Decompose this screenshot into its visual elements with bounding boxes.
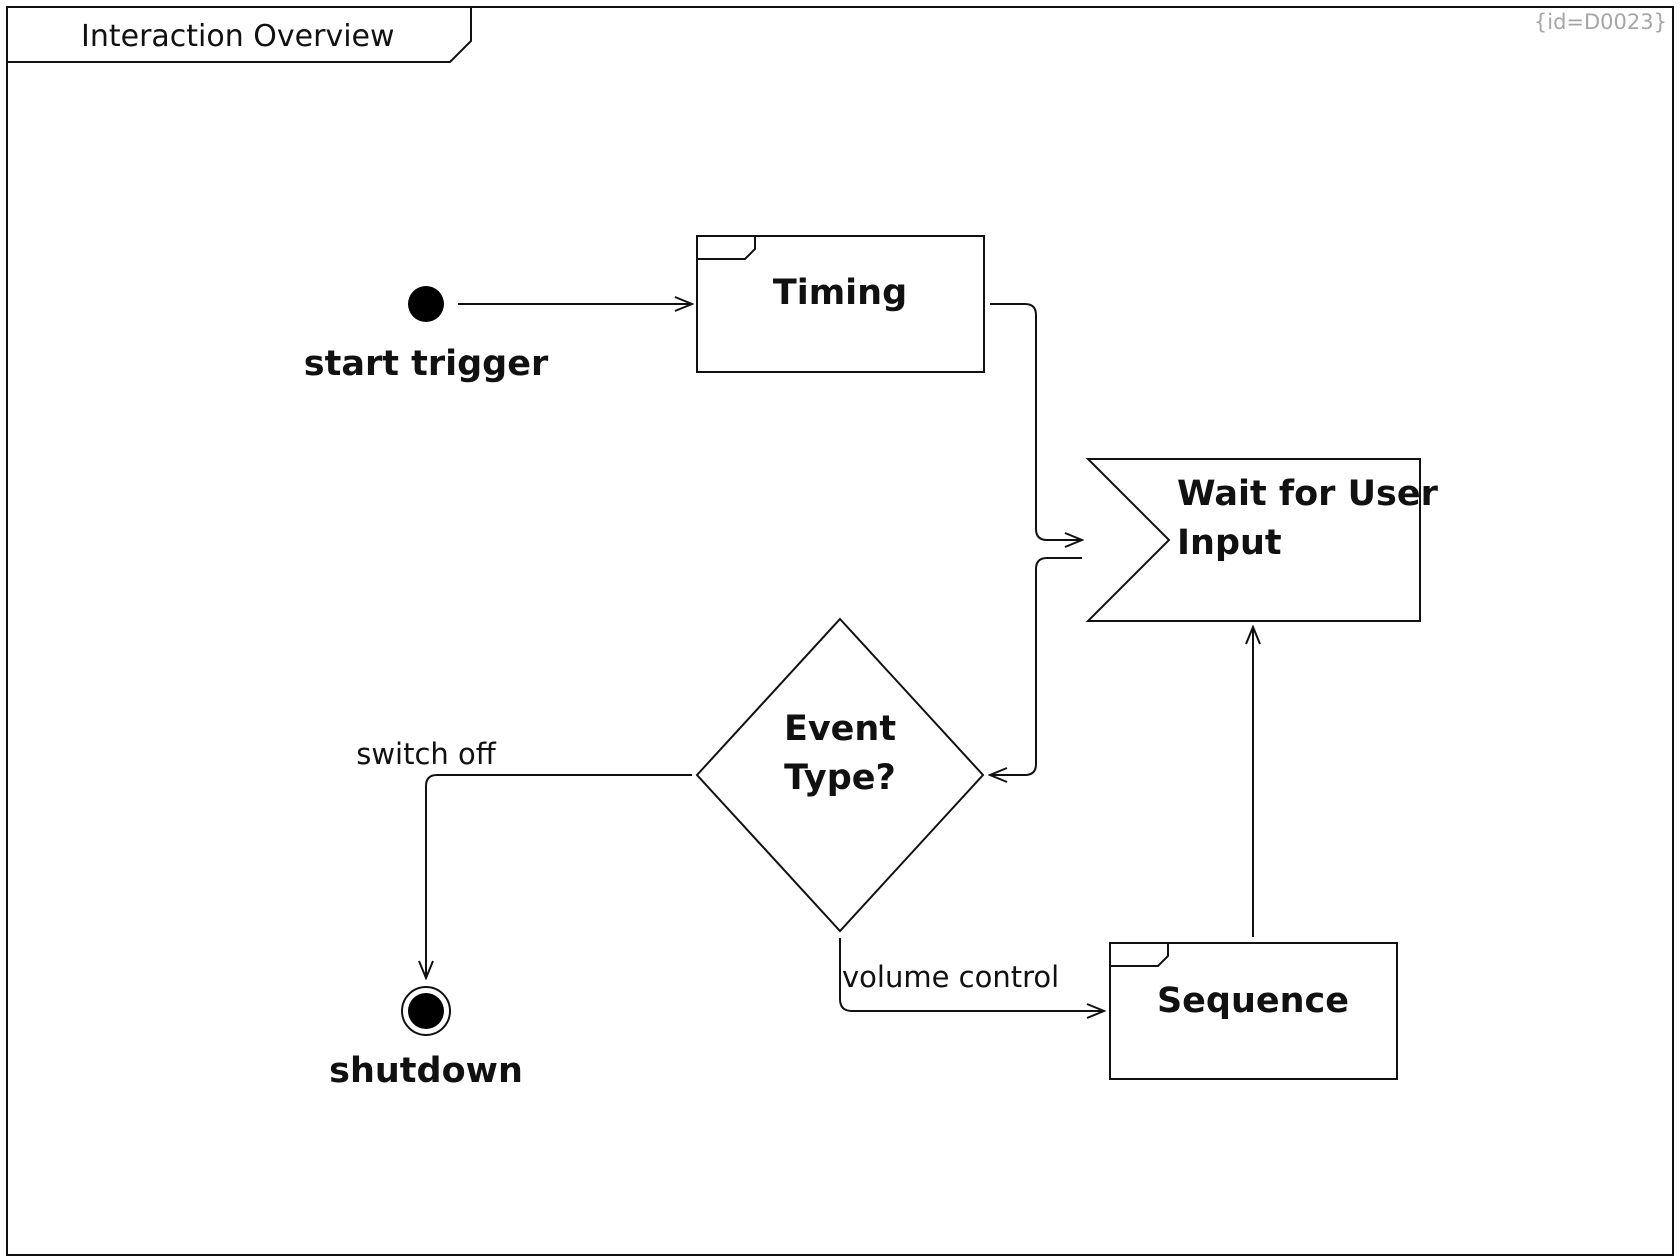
wait-label-line2: Input [1177,523,1282,563]
switch-off-label: switch off [356,737,497,771]
edge-timing-to-wait [990,303,1082,540]
edge-decision-to-shutdown [426,774,692,978]
final-node[interactable] [401,986,451,1036]
timing-label: Timing [773,273,907,313]
timing-node[interactable]: Timing [696,235,985,373]
decision-label-line2: Type? [784,758,896,798]
wait-for-user-input-node[interactable]: Wait for User Input [1085,458,1439,622]
edge-wait-to-decision [990,557,1082,775]
diagram-id-tag: {id=D0023} [1534,10,1667,34]
frame-title: Interaction Overview [81,19,395,54]
edge-decision-to-sequence [839,938,1104,1011]
shutdown-label: shutdown [329,1051,523,1091]
sequence-node[interactable]: Sequence [1109,942,1398,1080]
sequence-label: Sequence [1157,981,1349,1021]
start-trigger-label: start trigger [304,344,549,384]
initial-node[interactable] [408,286,444,322]
wait-label-line1: Wait for User [1177,474,1439,514]
event-type-decision-node[interactable]: Event Type? [695,617,985,933]
frame-title-tab [7,7,472,63]
decision-label-line1: Event [784,709,896,749]
volume-control-label: volume control [842,960,1059,994]
